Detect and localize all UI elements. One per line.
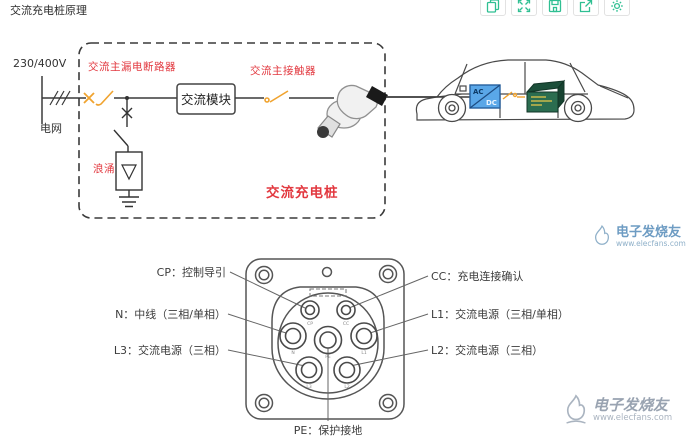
ac-label: AC <box>473 88 484 96</box>
acdc-converter-box: AC DC <box>469 84 501 109</box>
connector-leader-lines <box>227 271 429 421</box>
l3-pin-label: L3：交流电源（三相） <box>113 344 226 357</box>
l2-pin-label: L2：交流电源（三相） <box>431 344 544 357</box>
expand-button[interactable] <box>511 0 537 16</box>
pin-id-cp: CP <box>307 321 313 327</box>
cp-pin-label: CP：控制导引 <box>156 266 226 279</box>
voltage-label: 230/400V <box>13 57 67 70</box>
watermark-brand: 电子发烧友 <box>616 224 682 240</box>
cc-pin-label: CC：充电连接确认 <box>431 270 524 283</box>
expand-icon <box>517 0 531 13</box>
pin-id-pe: PE <box>325 354 331 360</box>
gear-icon <box>611 0 623 12</box>
copy-button[interactable] <box>480 0 506 16</box>
car-wheels <box>437 93 593 123</box>
car-illustration: AC DC <box>386 59 635 123</box>
flame-icon <box>594 224 610 245</box>
charging-gun <box>317 84 470 138</box>
power-supply-symbol <box>41 76 86 124</box>
export-icon <box>579 0 593 13</box>
connector-pins <box>279 300 378 384</box>
save-button[interactable] <box>542 0 568 16</box>
watermark-site: www.elecfans.com <box>616 239 686 249</box>
grid-label: 电网 <box>40 122 62 135</box>
copy-icon <box>486 0 500 13</box>
toolbar <box>480 0 630 18</box>
watermark-brand: 电子发烧友 <box>593 396 669 415</box>
export-button[interactable] <box>573 0 599 16</box>
surge-label: 浪涌 <box>93 163 115 175</box>
ac-module-box <box>176 83 236 115</box>
pe-pin-label: PE：保护接地 <box>293 424 363 437</box>
watermark-mid: 电子发烧友 www.elecfans.com <box>592 224 686 250</box>
pile-label: 交流充电桩 <box>266 185 339 201</box>
dc-label: DC <box>486 99 497 107</box>
n-pin-label: N：中线（三相/单相） <box>115 308 226 321</box>
pin-id-cc: CC <box>343 321 349 327</box>
settings-button[interactable] <box>604 0 630 16</box>
save-icon <box>548 0 562 13</box>
main-contactor-symbol <box>264 90 289 103</box>
watermark-site: www.elecfans.com <box>593 412 673 423</box>
contactor-label: 交流主接触器 <box>250 65 316 77</box>
pin-ids: CP CC N PE L1 L3 L2 <box>291 321 367 390</box>
surge-protector-branch <box>113 96 143 208</box>
pin-id-n: N <box>291 350 294 356</box>
flame-icon <box>566 394 586 424</box>
ac-module-label: 交流模块 <box>180 91 231 107</box>
watermark-bottom: 电子发烧友 www.elecfans.com <box>563 394 672 426</box>
charging-pile-boundary <box>78 42 386 219</box>
l1-pin-label: L1：交流电源（三相/单相） <box>431 308 569 321</box>
pin-id-l2: L2 <box>344 384 350 390</box>
car-contactor-symbol <box>502 91 525 100</box>
page-title: 交流充电桩原理 <box>10 4 87 17</box>
breaker-label: 交流主漏电断路器 <box>88 61 176 73</box>
battery-illustration <box>525 79 566 113</box>
pin-id-l3: L3 <box>306 384 312 390</box>
pin-id-l1: L1 <box>361 350 367 356</box>
leakage-breaker-symbol <box>83 90 114 106</box>
